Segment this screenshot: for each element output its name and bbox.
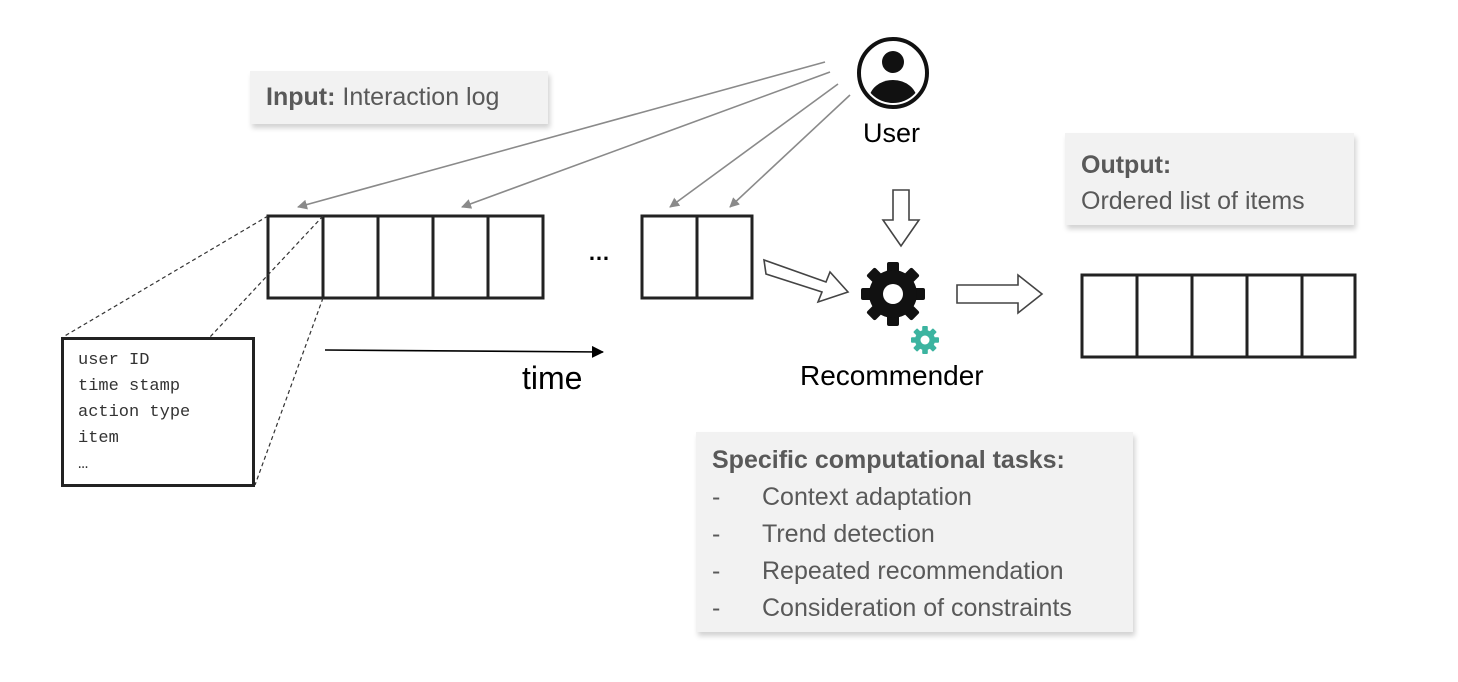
log-cell xyxy=(376,214,435,300)
user-to-recommender-arrow xyxy=(881,189,921,248)
log-cell xyxy=(640,214,699,300)
record-field: action type xyxy=(78,403,191,422)
record-field: … xyxy=(78,455,89,474)
interaction-log-sequence xyxy=(266,214,545,300)
time-label: time xyxy=(522,360,583,396)
task-text: Repeated recommendation xyxy=(762,557,1064,585)
input-callout: Input: Interaction log xyxy=(250,71,548,124)
output-cell xyxy=(1080,273,1139,359)
task-item: -Trend detection xyxy=(712,516,1117,553)
user-label: User xyxy=(863,118,921,148)
interaction-record-box: user ID time stamp action type item … xyxy=(61,337,255,487)
task-item: -Consideration of constraints xyxy=(712,590,1117,627)
record-field: item xyxy=(78,429,119,448)
task-text: Context adaptation xyxy=(762,483,972,511)
log-cell xyxy=(431,214,490,300)
task-item: -Repeated recommendation xyxy=(712,553,1117,590)
log-cell xyxy=(266,214,325,300)
user-avatar-icon xyxy=(857,37,929,109)
interaction-log-recent xyxy=(640,214,754,300)
output-cell xyxy=(1245,273,1304,359)
user-to-log-arrow-2 xyxy=(461,71,831,209)
output-cell xyxy=(1135,273,1194,359)
tasks-callout-title: Specific computational tasks: xyxy=(712,446,1065,474)
output-item-list xyxy=(1080,273,1357,359)
user-to-log-arrow-4 xyxy=(729,94,851,208)
time-arrow xyxy=(324,345,604,358)
input-callout-bold: Input: xyxy=(266,83,336,111)
recommender-to-output-arrow xyxy=(956,273,1044,315)
sequence-ellipsis: … xyxy=(588,240,610,265)
tasks-callout: Specific computational tasks: -Context a… xyxy=(696,432,1133,632)
zoom-lines xyxy=(62,215,324,486)
output-cell xyxy=(1190,273,1249,359)
task-text: Consideration of constraints xyxy=(762,594,1072,622)
output-cell xyxy=(1300,273,1357,359)
input-callout-text: Interaction log xyxy=(335,83,500,111)
output-callout-text: Ordered list of items xyxy=(1081,187,1305,215)
user-to-log-arrow-1 xyxy=(297,61,826,210)
output-callout: Output: Ordered list of items xyxy=(1065,133,1354,225)
gear-icon xyxy=(861,262,925,326)
log-cell xyxy=(695,214,754,300)
small-gear-icon xyxy=(911,326,939,354)
recommender-label: Recommender xyxy=(800,360,984,391)
user-to-log-arrow-3 xyxy=(669,83,839,208)
record-field: time stamp xyxy=(78,377,181,396)
output-callout-title: Output: xyxy=(1081,151,1172,179)
task-item: -Context adaptation xyxy=(712,479,1117,516)
log-to-recommender-arrow xyxy=(763,258,850,304)
record-field: user ID xyxy=(78,351,150,370)
log-cell xyxy=(486,214,545,300)
task-text: Trend detection xyxy=(762,520,935,548)
log-cell xyxy=(321,214,380,300)
